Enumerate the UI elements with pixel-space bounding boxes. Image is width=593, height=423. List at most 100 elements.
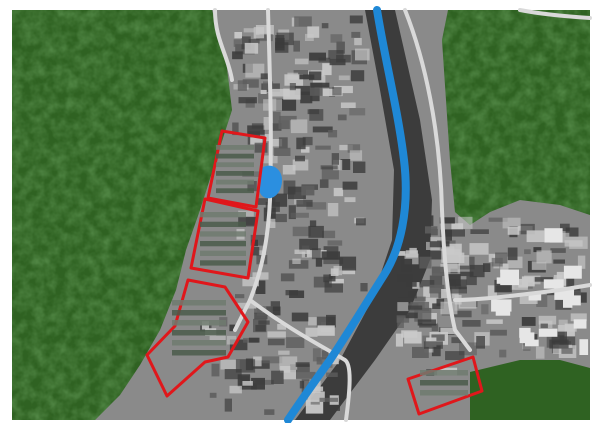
parcel bbox=[211, 363, 220, 377]
forest-left-texture bbox=[12, 10, 232, 420]
parcel bbox=[313, 276, 332, 288]
building-row bbox=[216, 171, 254, 176]
parcel bbox=[330, 402, 340, 411]
parcel bbox=[309, 71, 322, 81]
parcel bbox=[469, 243, 489, 255]
parcel bbox=[429, 275, 443, 288]
parcel bbox=[458, 216, 473, 229]
parcel bbox=[265, 201, 280, 212]
parcel bbox=[279, 115, 297, 121]
parcel bbox=[328, 274, 336, 282]
parcel bbox=[285, 290, 299, 296]
road-top-right bbox=[518, 8, 592, 20]
parcel bbox=[502, 256, 523, 269]
forest-right-texture bbox=[442, 10, 590, 225]
parcel bbox=[451, 337, 462, 344]
parcel bbox=[483, 263, 491, 272]
parcel bbox=[322, 230, 336, 239]
parcel bbox=[292, 226, 311, 237]
parcel bbox=[490, 329, 507, 336]
parcel bbox=[294, 16, 312, 27]
parcel bbox=[294, 85, 315, 95]
parcel bbox=[283, 88, 301, 100]
parcel bbox=[546, 290, 561, 296]
parcel bbox=[260, 73, 271, 80]
parcel bbox=[553, 274, 563, 281]
parcel bbox=[264, 409, 275, 415]
parcel bbox=[405, 281, 417, 287]
parcel bbox=[356, 218, 366, 226]
parcel bbox=[339, 144, 353, 151]
parcel bbox=[441, 289, 449, 299]
pond bbox=[258, 165, 282, 199]
parcel bbox=[397, 317, 404, 328]
parcel bbox=[255, 25, 274, 35]
building-roof bbox=[538, 328, 558, 337]
parcel bbox=[500, 263, 509, 273]
building-roof bbox=[573, 319, 587, 329]
parcel bbox=[247, 181, 257, 192]
parcel bbox=[263, 117, 273, 130]
building-row bbox=[420, 390, 468, 396]
parcel bbox=[339, 256, 357, 271]
parcel bbox=[315, 258, 323, 267]
building-row bbox=[216, 179, 254, 185]
parcel bbox=[309, 220, 317, 227]
parcel bbox=[238, 97, 257, 104]
parcel bbox=[481, 304, 489, 315]
parcel bbox=[431, 345, 441, 357]
parcel bbox=[290, 364, 310, 373]
parcel bbox=[414, 307, 432, 322]
parcel bbox=[466, 276, 477, 286]
parcel bbox=[440, 263, 460, 273]
parcel bbox=[447, 274, 461, 286]
parcel bbox=[439, 217, 455, 224]
parcel bbox=[258, 198, 276, 205]
parcel bbox=[264, 134, 272, 142]
parcel bbox=[240, 376, 249, 383]
parcel bbox=[250, 137, 263, 145]
parcel bbox=[311, 248, 321, 260]
parcel bbox=[431, 324, 439, 332]
highlight-area-1 bbox=[206, 129, 267, 209]
parcel bbox=[533, 277, 553, 282]
parcel bbox=[403, 242, 414, 249]
parcel bbox=[331, 153, 339, 165]
parcel bbox=[251, 377, 265, 390]
parcel bbox=[330, 34, 343, 43]
parcel bbox=[247, 125, 265, 135]
parcel bbox=[401, 258, 413, 273]
parcel bbox=[237, 80, 247, 91]
parcel bbox=[491, 257, 503, 267]
parcel bbox=[321, 251, 340, 260]
building-roof bbox=[519, 327, 531, 338]
parcel bbox=[252, 272, 269, 280]
parcel bbox=[432, 303, 444, 309]
parcel bbox=[338, 75, 350, 81]
parcel bbox=[531, 261, 547, 270]
parcel bbox=[536, 294, 548, 307]
parcel bbox=[354, 38, 362, 46]
parcel bbox=[242, 79, 259, 88]
parcel bbox=[355, 48, 370, 61]
parcel bbox=[229, 385, 242, 394]
parcel bbox=[283, 369, 296, 380]
road-north bbox=[213, 8, 234, 82]
parcel bbox=[232, 51, 243, 60]
parcel bbox=[260, 89, 267, 94]
parcel bbox=[290, 212, 309, 218]
parcel bbox=[328, 130, 338, 138]
parcel bbox=[302, 136, 313, 146]
parcel bbox=[350, 70, 365, 82]
building-row bbox=[216, 145, 254, 150]
highlight-area-3 bbox=[145, 278, 250, 398]
parcel bbox=[524, 249, 531, 255]
parcel bbox=[333, 85, 353, 94]
parcel bbox=[248, 337, 260, 343]
parcel bbox=[445, 351, 465, 361]
parcel bbox=[333, 159, 343, 171]
parcel bbox=[274, 147, 291, 156]
parcel bbox=[262, 356, 283, 364]
parcel bbox=[268, 123, 282, 131]
parcel bbox=[425, 226, 438, 234]
